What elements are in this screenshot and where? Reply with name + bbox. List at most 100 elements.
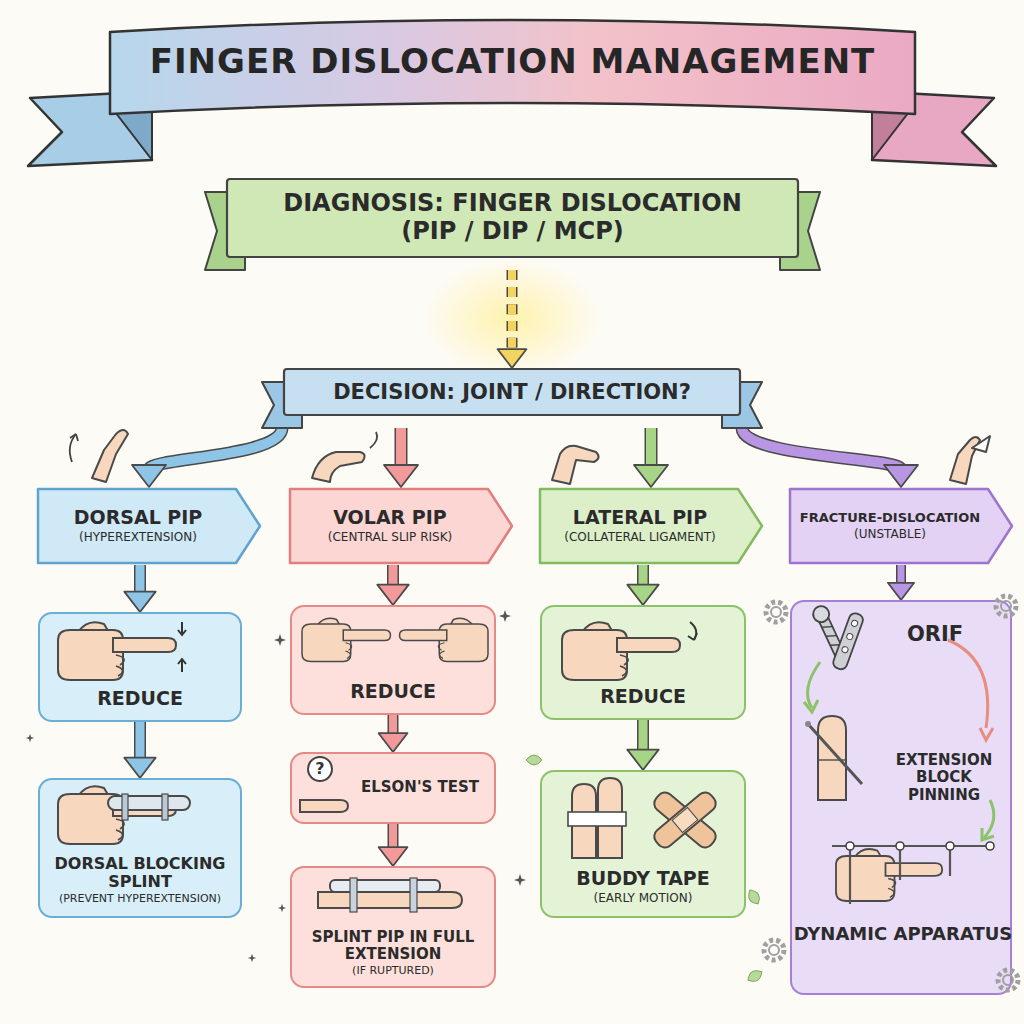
connector-line (389, 565, 398, 589)
connector-arrow (384, 428, 418, 487)
node-subtext: (CENTRAL SLIP RISK) (328, 531, 452, 545)
node-heading: DORSAL PIP (74, 507, 203, 529)
branch-arrow: FRACTURE-DISLOCATION (UNSTABLE) (788, 487, 1014, 565)
connector-arrow (377, 565, 408, 605)
branch-arrow: VOLAR PIP (CENTRAL SLIP RISK) (288, 487, 514, 565)
connector-arrow (627, 720, 658, 770)
node-subtext: (PREVENT HYPEREXTENSION) (59, 893, 221, 906)
node-heading: DIAGNOSIS: FINGER DISLOCATION (PIP / DIP… (257, 190, 768, 245)
node-subtext: (IF RUPTURED) (352, 965, 434, 978)
connector-line (389, 824, 397, 851)
connector-outline (507, 270, 518, 353)
connector-line (742, 428, 901, 469)
connector-outline (637, 720, 649, 754)
arrow-body (540, 489, 762, 563)
connector-line (149, 428, 282, 469)
node-heading: DORSAL BLOCKING SPLINT (46, 855, 234, 892)
node-heading: LATERAL PIP (573, 507, 707, 529)
node-subtext: (HYPEREXTENSION) (79, 531, 197, 545)
banner-body (227, 179, 798, 257)
connector-line (389, 715, 397, 737)
arrow-body (290, 489, 512, 563)
connector-outline (388, 715, 399, 737)
arrow-head (627, 750, 658, 770)
node-subtext: (COLLATERAL LIGAMENT) (564, 531, 716, 545)
connector-outline (395, 428, 408, 469)
arrow-body (790, 489, 1012, 563)
node-subtext: DYNAMIC APPARATUS (792, 924, 1014, 945)
connector-line (508, 270, 516, 353)
arrow-head (124, 592, 155, 612)
glow (422, 258, 602, 378)
node-subtext: (UNSTABLE) (854, 528, 926, 542)
arrow-body (38, 489, 260, 563)
connector-arrow (132, 428, 282, 487)
connector-line (136, 565, 145, 596)
arrow-head (132, 465, 166, 487)
arrow-head (379, 847, 408, 866)
treatment-panel: ORIF EXTENSION BLOCK PINNING DYNAMIC APPAR… (790, 600, 1012, 995)
node-heading: ORIF (870, 622, 1000, 646)
connector-arrow (888, 565, 914, 600)
connector-arrow (124, 722, 155, 778)
node-subtext: EXTENSION BLOCK PINNING (882, 752, 1006, 804)
step-box: REDUCE (290, 605, 496, 715)
banner-body (284, 369, 740, 415)
step-box: BUDDY TAPE (EARLY MOTION) (540, 770, 746, 918)
node-heading: FRACTURE-DISLOCATION (800, 511, 980, 526)
connector-outline (134, 722, 146, 762)
arrow-shape (788, 487, 1014, 565)
connector-line (639, 720, 648, 754)
connector-line (639, 565, 648, 589)
node-heading: REDUCE (600, 686, 686, 708)
arrow-head (884, 465, 918, 487)
arrow-head (379, 733, 408, 752)
connector-line (396, 428, 406, 469)
connector-outline (742, 428, 901, 469)
connector-arrow (742, 428, 918, 487)
node-subtext: (EARLY MOTION) (594, 892, 693, 906)
diagnosis-banner: DIAGNOSIS: FINGER DISLOCATION (PIP / DIP… (205, 178, 820, 270)
connector-outline (896, 565, 906, 586)
node-heading: DECISION: JOINT / DIRECTION? (333, 380, 691, 404)
step-box: REDUCE (540, 605, 746, 720)
connector-arrow (379, 824, 408, 866)
arrow-head (634, 465, 668, 487)
connector-outline (388, 824, 399, 851)
arrow-head (124, 758, 155, 778)
node-heading: BUDDY TAPE (576, 868, 710, 890)
connector-line (646, 428, 656, 469)
finger-sketch (92, 430, 990, 484)
node-heading: ELSON'S TEST (361, 779, 479, 796)
step-box: REDUCE (38, 612, 242, 722)
connector-arrow (124, 565, 155, 612)
connector-line (136, 722, 145, 762)
connector-outline (149, 428, 282, 469)
node-heading: REDUCE (350, 681, 436, 703)
connector-outline (387, 565, 399, 589)
step-box: SPLINT PIP IN FULL EXTENSION(IF RUPTURED… (290, 866, 496, 988)
connector-arrow (498, 270, 527, 368)
step-box: DORSAL BLOCKING SPLINT(PREVENT HYPEREXTE… (38, 778, 242, 918)
node-heading: VOLAR PIP (333, 507, 447, 529)
decision-banner: DECISION: JOINT / DIRECTION? (262, 368, 762, 428)
arrow-head (377, 585, 408, 605)
node-heading: REDUCE (97, 688, 183, 710)
branch-arrow: DORSAL PIP (HYPEREXTENSION) (36, 487, 262, 565)
title-ribbon (28, 20, 996, 166)
connector-arrow (627, 565, 658, 605)
arrow-head (888, 583, 914, 600)
arrow-head (498, 349, 527, 368)
branch-arrow: LATERAL PIP (COLLATERAL LIGAMENT) (538, 487, 764, 565)
connector-arrow (379, 715, 408, 752)
connector-outline (134, 565, 146, 596)
arrow-head (384, 465, 418, 487)
connector-outline (637, 565, 649, 589)
motion-mark (70, 432, 377, 462)
connector-arrow (634, 428, 668, 487)
icon-label: ? (312, 759, 328, 779)
node-heading: SPLINT PIP IN FULL EXTENSION (298, 929, 488, 964)
connector-line (898, 565, 905, 586)
arrow-head (627, 585, 658, 605)
